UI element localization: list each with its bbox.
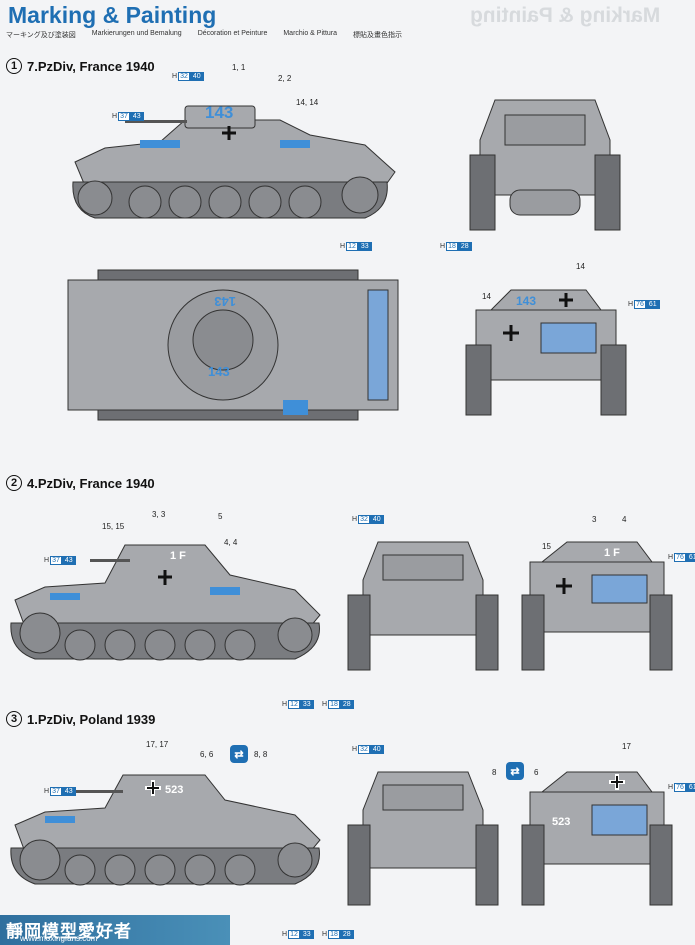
s1-side-number: 143 [205,103,233,122]
s2-callout-4: 4, 4 [224,538,238,547]
s2-rear-callout-4: 4 [622,515,627,524]
s1-callout-1: 1, 1 [232,63,246,72]
s1-front-view [469,99,621,231]
s2-rear-callout-3: 3 [592,515,597,524]
s1-rear-number: 143 [516,294,536,308]
s1-top-number-a: 143 [214,294,236,309]
subtitle-de: Markierungen und Bemalung [91,30,182,37]
s3-side-view: 523 [10,774,321,886]
section-3-label: 3 1.PzDiv, Poland 1939 [6,711,155,727]
section-2-label: 2 4.PzDiv, France 1940 [6,475,155,491]
section-3-number: 3 [6,711,22,727]
section-1-title: 7.PzDiv, France 1940 [27,58,155,74]
subtitle-row: マーキング及び塗装図 Markierungen und Bemalung Déc… [6,30,402,40]
s2-rear-callout-15: 15 [542,542,551,551]
flip-decal-icon-rear: ⇄ [506,762,524,780]
s2-turret-number: 1 F [170,550,186,562]
s2-side-view: 1 F [10,544,321,661]
watermark-url: www.moxingfans.com [20,934,98,943]
subtitle-it: Marchio & Pittura [283,30,338,37]
s2-callout-15: 15, 15 [102,522,125,531]
s1-top-view: 143 143 [67,269,399,421]
s1-callout-14b: 14 [576,262,585,271]
s3-rear-callout-6: 6 [534,768,539,777]
site-watermark: 靜岡模型愛好者 www.moxingfans.com [0,915,230,945]
s2-front-view [347,541,499,671]
s1-rear-view: 143 [465,289,627,416]
s1-callout-14a: 14, 14 [296,98,319,107]
s2-callout-3: 3, 3 [152,510,166,519]
s3-callout-8: 8, 8 [254,750,268,759]
s3-rear-callout-17: 17 [622,742,631,751]
s1-top-number-b: 143 [208,364,230,379]
ghost-title: Marking & Painting [470,4,661,27]
s1-callout-14c: 14 [482,292,491,301]
s3-rear-callout-8: 8 [492,768,497,777]
s1-side-view: 143 [72,103,396,219]
section-1-number: 1 [6,58,22,74]
s3-rear-number: 523 [552,816,570,828]
watermark-logo: 靜岡模型愛好者 [6,922,132,941]
s3-callout-17: 17, 17 [146,740,169,749]
s2-rear-number: 1 F [604,547,620,559]
page-header: Marking & Painting マーキング及び塗装図 Markierung… [0,0,695,50]
section-1-label: 1 7.PzDiv, France 1940 [6,58,155,74]
subtitle-cn: 標貼及畫色指示 [353,32,403,39]
section-2-title: 4.PzDiv, France 1940 [27,475,155,491]
s3-side-number: 523 [165,784,183,796]
subtitle-jp: マーキング及び塗装図 [6,32,76,39]
s2-rear-view: 1 F [521,541,673,671]
subtitle-fr: Décoration et Peinture [197,30,268,37]
section-2-number: 2 [6,475,22,491]
section-3-title: 1.PzDiv, Poland 1939 [27,711,156,727]
s1-callout-2: 2, 2 [278,74,292,83]
flip-decal-icon: ⇄ [230,745,248,763]
s3-front-view [347,771,499,906]
s3-callout-6: 6, 6 [200,750,214,759]
s2-callout-5: 5 [218,512,223,521]
page-title: Marking & Painting [8,2,217,28]
s3-rear-view: 523 [521,771,673,906]
